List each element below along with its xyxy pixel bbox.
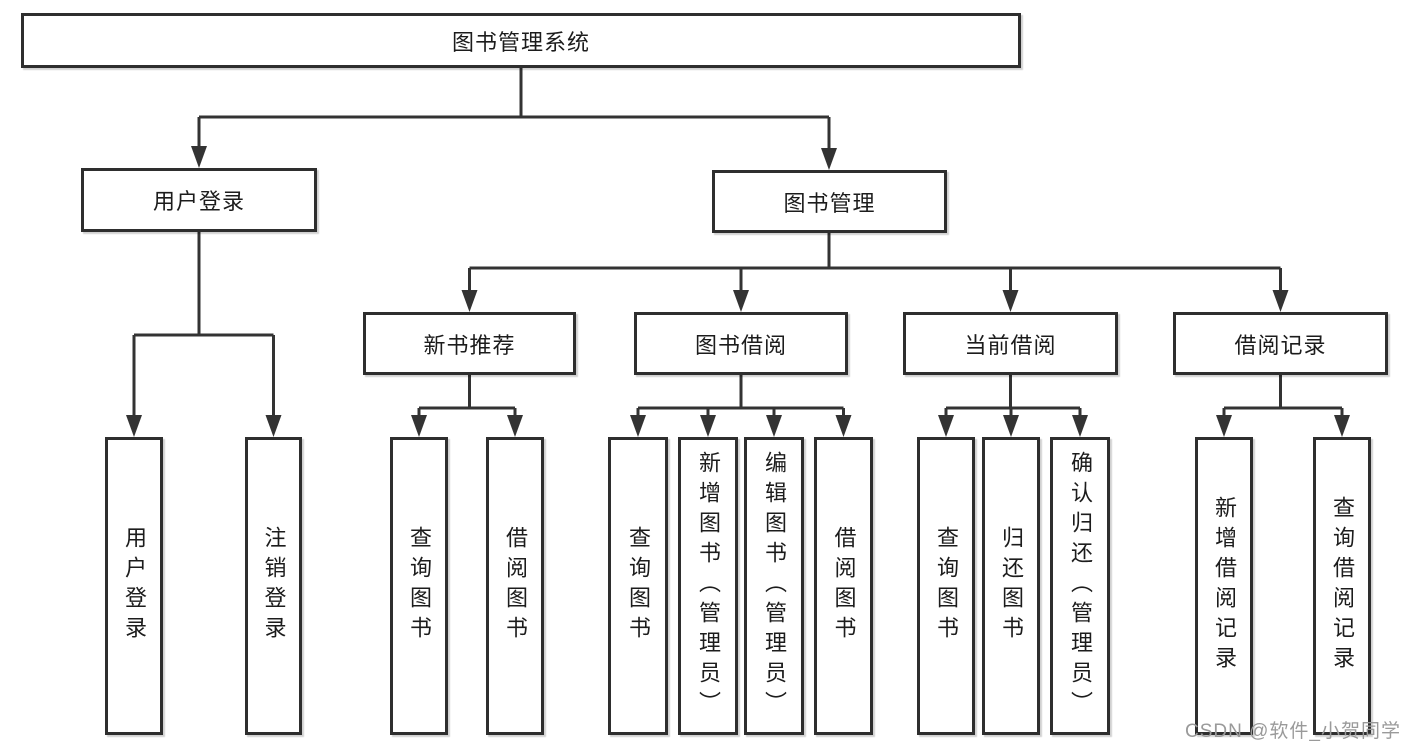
node-new-book-recommend: 新书推荐 <box>363 312 576 375</box>
node-label: 用户登录 <box>152 189 245 214</box>
node-book-management-system: 图书管理系统 <box>21 13 1021 68</box>
leaf-query-books-current: 查询图书 <box>917 437 975 735</box>
leaf-borrow-books-borrowing: 借阅图书 <box>814 437 873 735</box>
node-label: 查询图书 <box>626 526 651 646</box>
node-label: 查询图书 <box>934 526 959 646</box>
node-label: 图书管理 <box>783 190 876 216</box>
node-label: 图书借阅 <box>694 332 787 358</box>
node-label: 新书推荐 <box>423 332 516 358</box>
leaf-borrow-books-recommend: 借阅图书 <box>486 437 544 735</box>
leaf-return-books: 归还图书 <box>982 437 1040 735</box>
leaf-logout: 注销登录 <box>245 437 302 735</box>
node-current-borrowing: 当前借阅 <box>903 312 1118 375</box>
node-label: 归还图书 <box>999 526 1024 646</box>
node-label: 借阅记录 <box>1234 332 1327 358</box>
node-label: 图书管理系统 <box>451 29 590 55</box>
csdn-watermark: CSDN @软件_小贺同学 <box>1185 721 1401 742</box>
leaf-query-books-recommend: 查询图书 <box>390 437 448 735</box>
leaf-confirm-return-admin: 确认归还（管理员） <box>1050 437 1110 735</box>
leaf-user-login: 用户登录 <box>105 437 163 735</box>
leaf-edit-books-admin: 编辑图书（管理员） <box>744 437 804 735</box>
leaf-query-borrow-record: 查询借阅记录 <box>1313 437 1371 735</box>
node-book-borrowing: 图书借阅 <box>634 312 848 375</box>
node-label: 新增借阅记录 <box>1212 496 1237 676</box>
node-label: 借阅图书 <box>503 526 528 646</box>
node-borrowing-records: 借阅记录 <box>1173 312 1388 375</box>
node-label: 查询借阅记录 <box>1330 496 1355 676</box>
leaf-query-books-borrowing: 查询图书 <box>608 437 668 735</box>
node-label: 注销登录 <box>261 526 287 646</box>
node-label: 查询图书 <box>407 526 432 646</box>
node-label: 新增图书（管理员） <box>696 451 721 721</box>
node-label: 借阅图书 <box>831 526 857 646</box>
node-label: 编辑图书（管理员） <box>762 451 787 721</box>
node-label: 当前借阅 <box>964 332 1057 358</box>
node-label: 用户登录 <box>122 526 147 646</box>
leaf-add-borrow-record: 新增借阅记录 <box>1195 437 1253 735</box>
leaf-add-books-admin: 新增图书（管理员） <box>678 437 738 735</box>
node-user-login-group: 用户登录 <box>81 168 317 232</box>
node-book-management-group: 图书管理 <box>712 170 947 233</box>
node-label: 确认归还（管理员） <box>1068 451 1093 721</box>
